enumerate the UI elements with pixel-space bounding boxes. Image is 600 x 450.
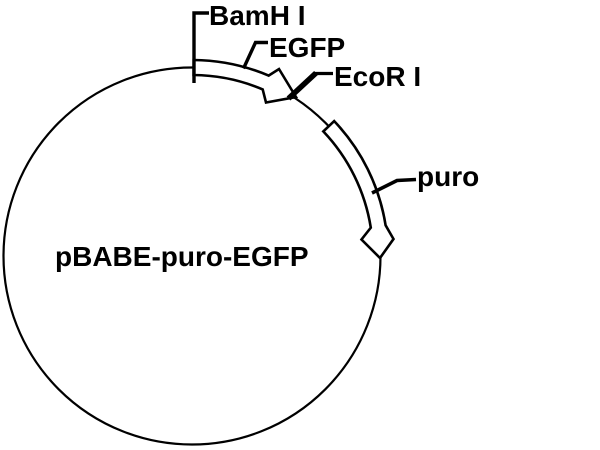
- egfp-leader-line: [241, 40, 268, 70]
- egfp-feature-label: EGFP: [269, 32, 346, 63]
- bamhi-site-bracket: [192, 11, 209, 83]
- puro-feature-arrow: [321, 119, 396, 261]
- puro-feature-label: puro: [417, 161, 480, 192]
- egfp-feature-arrow: [192, 58, 299, 104]
- bamhi-site-label: BamH I: [209, 0, 306, 31]
- ecori-site-label: EcoR I: [334, 61, 422, 92]
- ecori-leader-pointer: [286, 70, 318, 101]
- puro-leader-line: [371, 177, 417, 195]
- ecori-leader-line: [286, 70, 333, 101]
- plasmid-name-label: pBABE-puro-EGFP: [55, 241, 309, 272]
